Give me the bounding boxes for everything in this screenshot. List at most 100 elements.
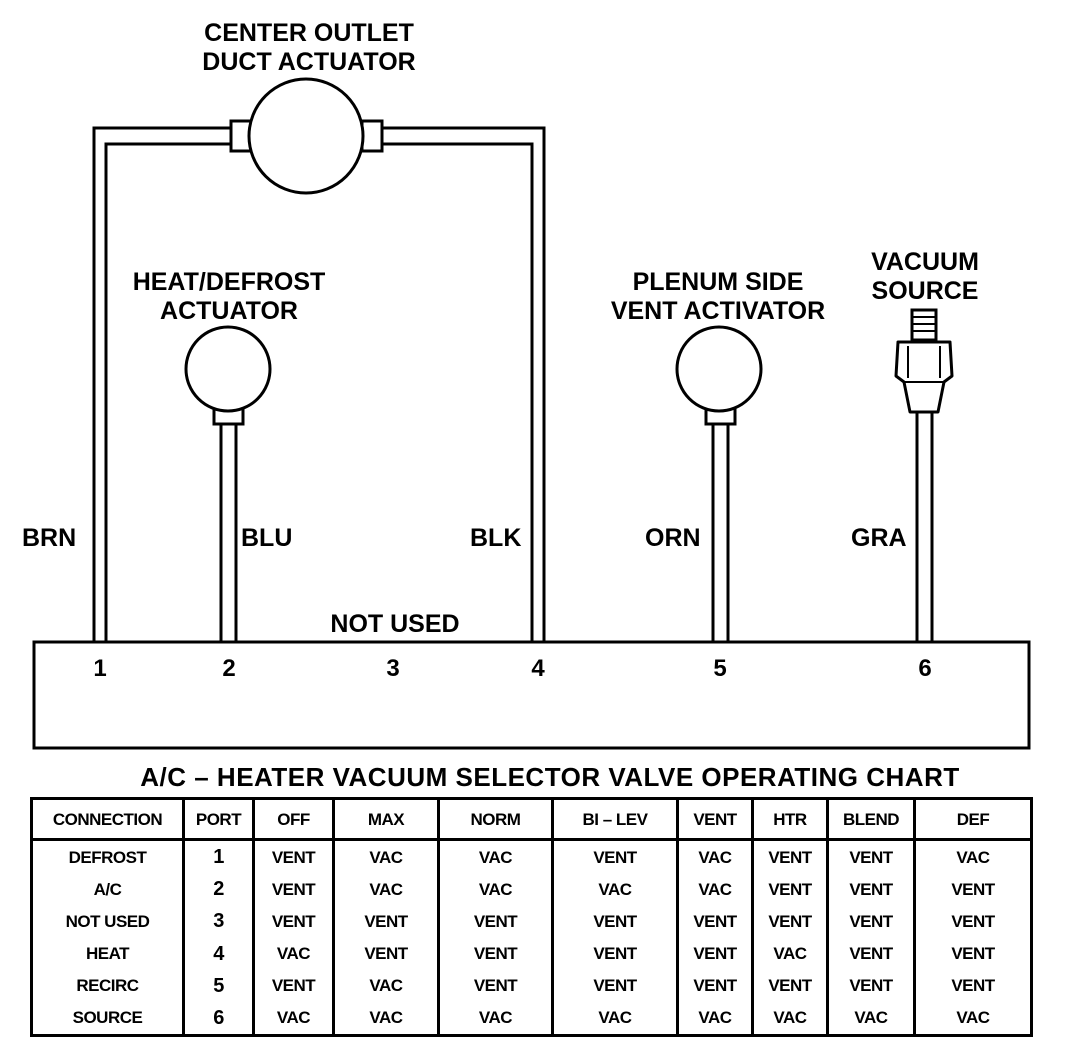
cell-htr: VAC xyxy=(751,937,829,970)
cell-bi-lev: VENT xyxy=(551,937,679,970)
cell-norm: VAC xyxy=(437,873,554,906)
heat-defrost-actuator xyxy=(184,325,272,644)
not-used-label: NOT USED xyxy=(330,610,459,638)
cell-port: 6 xyxy=(182,1001,255,1036)
header-connection: CONNECTION xyxy=(30,797,185,841)
cell-off: VENT xyxy=(252,839,335,874)
cell-port: 2 xyxy=(182,873,255,906)
cell-off: VENT xyxy=(252,969,335,1002)
cell-bi-lev: VAC xyxy=(551,1001,679,1036)
header-blend: BLEND xyxy=(826,797,916,841)
heat-defrost-label-line1: HEAT/DEFROST xyxy=(133,268,326,296)
cell-htr: VENT xyxy=(751,873,829,906)
wire-label-orn: ORN xyxy=(645,524,701,552)
cell-vent: VAC xyxy=(676,873,754,906)
cell-blend: VENT xyxy=(826,969,916,1002)
cell-def: VENT xyxy=(913,905,1033,938)
plenum-side-label-line2: VENT ACTIVATOR xyxy=(611,297,825,325)
cell-blend: VAC xyxy=(826,1001,916,1036)
cell-norm: VENT xyxy=(437,969,554,1002)
cell-connection: A/C xyxy=(30,873,185,906)
cell-blend: VENT xyxy=(826,839,916,874)
center-outlet-actuator xyxy=(229,77,384,195)
header-port: PORT xyxy=(182,797,255,841)
plenum-side-vent-activator xyxy=(675,325,763,644)
cell-vent: VENT xyxy=(676,905,754,938)
cell-port: 4 xyxy=(182,937,255,970)
cell-bi-lev: VENT xyxy=(551,969,679,1002)
center-outlet-label-line2: DUCT ACTUATOR xyxy=(202,48,415,76)
cell-htr: VENT xyxy=(751,839,829,874)
cell-port: 1 xyxy=(182,839,255,874)
cell-max: VENT xyxy=(332,937,440,970)
cell-off: VENT xyxy=(252,905,335,938)
cell-max: VAC xyxy=(332,1001,440,1036)
cell-vent: VAC xyxy=(676,1001,754,1036)
port-1-label: 1 xyxy=(93,655,106,682)
cell-off: VAC xyxy=(252,937,335,970)
cell-def: VENT xyxy=(913,937,1033,970)
cell-bi-lev: VENT xyxy=(551,905,679,938)
wire-label-brn: BRN xyxy=(22,524,76,552)
cell-norm: VENT xyxy=(437,937,554,970)
cell-norm: VAC xyxy=(437,1001,554,1036)
cell-vent: VENT xyxy=(676,969,754,1002)
cell-max: VAC xyxy=(332,873,440,906)
header-off: OFF xyxy=(252,797,335,841)
cell-max: VENT xyxy=(332,905,440,938)
cell-def: VAC xyxy=(913,1001,1033,1036)
cell-vent: VENT xyxy=(676,937,754,970)
cell-def: VENT xyxy=(913,873,1033,906)
selector-valve-body xyxy=(32,640,1031,750)
heat-defrost-label-line2: ACTUATOR xyxy=(160,297,298,325)
wire-label-gra: GRA xyxy=(851,524,907,552)
wire-label-blk: BLK xyxy=(470,524,521,552)
cell-blend: VENT xyxy=(826,937,916,970)
cell-connection: RECIRC xyxy=(30,969,185,1002)
port-6-label: 6 xyxy=(918,655,931,682)
cell-bi-lev: VAC xyxy=(551,873,679,906)
header-max: MAX xyxy=(332,797,440,841)
cell-def: VAC xyxy=(913,839,1033,874)
cell-blend: VENT xyxy=(826,905,916,938)
cell-vent: VAC xyxy=(676,839,754,874)
cell-norm: VAC xyxy=(437,839,554,874)
cell-def: VENT xyxy=(913,969,1033,1002)
cell-htr: VENT xyxy=(751,905,829,938)
vacuum-source-label-line2: SOURCE xyxy=(872,277,979,305)
chart-header-row: CONNECTION PORT OFF MAX NORM BI – LEV VE… xyxy=(30,797,1033,841)
cell-max: VAC xyxy=(332,839,440,874)
port-2-label: 2 xyxy=(222,655,235,682)
wire-label-blu: BLU xyxy=(241,524,292,552)
operating-chart-table: CONNECTION PORT OFF MAX NORM BI – LEV VE… xyxy=(30,797,1033,1037)
cell-htr: VENT xyxy=(751,969,829,1002)
vacuum-source-fitting xyxy=(894,308,954,644)
plenum-side-label-line1: PLENUM SIDE xyxy=(633,268,804,296)
header-vent: VENT xyxy=(676,797,754,841)
cell-connection: HEAT xyxy=(30,937,185,970)
header-norm: NORM xyxy=(437,797,554,841)
cell-max: VAC xyxy=(332,969,440,1002)
header-def: DEF xyxy=(913,797,1033,841)
cell-off: VENT xyxy=(252,873,335,906)
center-outlet-label-line1: CENTER OUTLET xyxy=(204,19,414,47)
port-5-label: 5 xyxy=(713,655,726,682)
cell-connection: DEFROST xyxy=(30,839,185,874)
cell-bi-lev: VENT xyxy=(551,839,679,874)
header-htr: HTR xyxy=(751,797,829,841)
cell-port: 5 xyxy=(182,969,255,1002)
cell-port: 3 xyxy=(182,905,255,938)
cell-connection: SOURCE xyxy=(30,1001,185,1036)
cell-blend: VENT xyxy=(826,873,916,906)
port-4-label: 4 xyxy=(531,655,545,682)
blk-hose xyxy=(378,126,546,644)
cell-norm: VENT xyxy=(437,905,554,938)
port-3-label: 3 xyxy=(386,655,399,682)
